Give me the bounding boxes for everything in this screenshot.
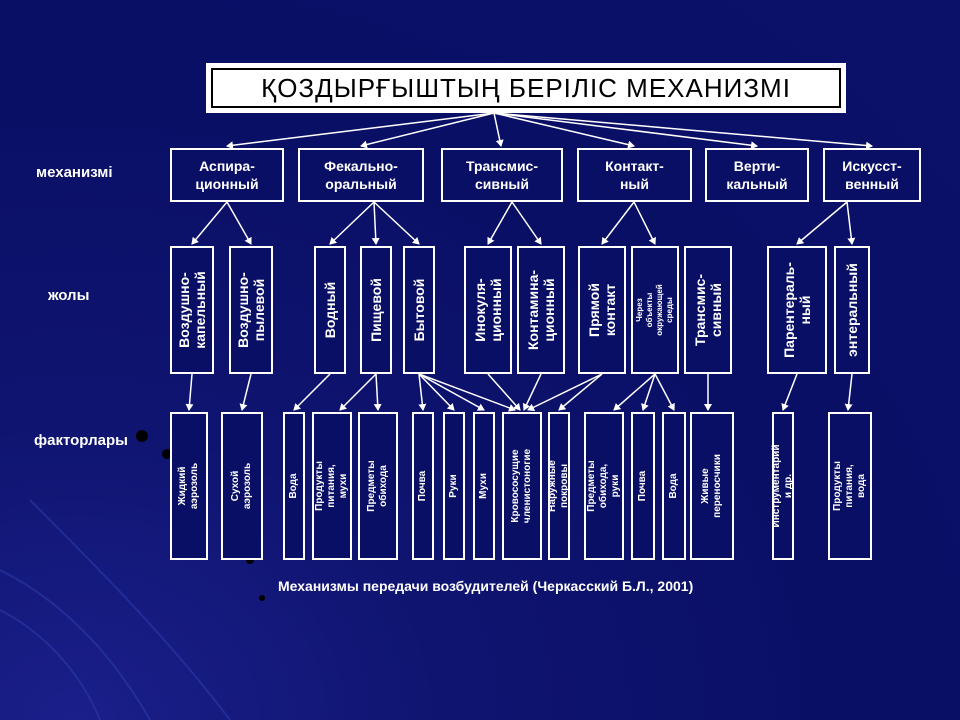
row-label-mechanism: механизмі bbox=[36, 164, 113, 181]
diagram-title: ҚОЗДЫРҒЫШТЫҢ БЕРІЛІС МЕХАНИЗМІ bbox=[206, 63, 846, 113]
path-water: Водный bbox=[314, 246, 346, 374]
factor-bloodsucking-arthropods: Кровососущие членистоногие bbox=[502, 412, 542, 560]
factor-instruments: Инструментарий и др. bbox=[771, 412, 794, 560]
path-food: Пищевой bbox=[360, 246, 392, 374]
path-environment-objects: Через объекты окружающей среды bbox=[631, 246, 679, 374]
path-contamination: Контамина- ционный bbox=[517, 246, 565, 374]
path-household: Бытовой bbox=[403, 246, 435, 374]
mechanism-aspiration: Аспира- ционный bbox=[170, 148, 284, 202]
mechanism-transmissive: Трансмис- сивный bbox=[441, 148, 563, 202]
factor-food-water: Продукты питания, вода bbox=[828, 412, 872, 560]
source-caption: Механизмы передачи возбудителей (Черкасс… bbox=[278, 578, 694, 594]
factor-live-vectors: Живые переносчики bbox=[690, 412, 734, 560]
mechanism-fecal-oral: Фекально- оральный bbox=[298, 148, 424, 202]
mechanism-artificial: Искусст- венный bbox=[823, 148, 921, 202]
path-airborne-dust: Воздушно- пылевой bbox=[229, 246, 273, 374]
factor-skin-covers: Наружные покровы bbox=[547, 412, 570, 560]
factor-liquid-aerosol: Жидкий аэрозоль bbox=[170, 412, 208, 560]
factor-water-2: Вода bbox=[662, 412, 686, 560]
factor-household-items: Предметы обихода bbox=[358, 412, 398, 560]
path-direct-contact: Прямой контакт bbox=[578, 246, 626, 374]
mechanism-contact: Контакт- ный bbox=[577, 148, 692, 202]
path-airborne-droplet: Воздушно- капельный bbox=[170, 246, 214, 374]
path-parenteral: Парентераль- ный bbox=[767, 246, 827, 374]
row-label-paths: жолы bbox=[48, 287, 90, 304]
factor-water: Вода bbox=[283, 412, 305, 560]
path-inoculation: Инокуля- ционный bbox=[464, 246, 512, 374]
factor-flies: Мухи bbox=[473, 412, 495, 560]
factor-dry-aerosol: Сухой аэрозоль bbox=[221, 412, 263, 560]
factor-soil: Почва bbox=[412, 412, 434, 560]
row-label-factors: факторлары bbox=[34, 432, 128, 449]
mechanism-vertical: Верти- кальный bbox=[705, 148, 809, 202]
factor-household-hands: Предметы обихода, руки bbox=[584, 412, 624, 560]
factor-soil-2: Почва bbox=[631, 412, 655, 560]
factor-food-flies: Продукты питания, мухи bbox=[312, 412, 352, 560]
factor-hands: Руки bbox=[443, 412, 465, 560]
path-enteral: энтеральный bbox=[834, 246, 870, 374]
path-transmissive: Трансмис- сивный bbox=[684, 246, 732, 374]
